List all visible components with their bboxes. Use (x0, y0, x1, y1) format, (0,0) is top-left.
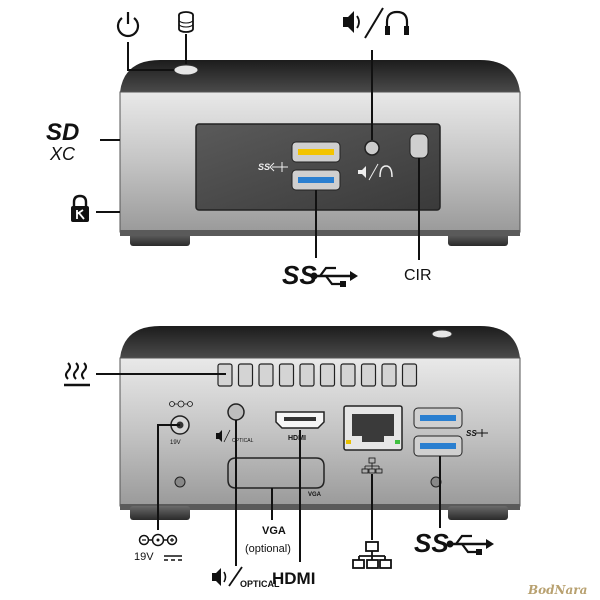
front-panel-ss-label: SS (258, 162, 270, 172)
usb-port-yellow[interactable] (291, 141, 341, 163)
front-view: SS (46, 7, 521, 290)
sdxc-top: SD (46, 119, 79, 146)
cir-sensor (409, 133, 429, 159)
back-foot-left (130, 506, 190, 520)
watermark: BodNara (527, 583, 587, 597)
usb-superspeed-label-front: SS (282, 260, 358, 290)
exhaust-heat-icon (64, 362, 90, 387)
rear-usb-port-top[interactable] (413, 407, 463, 429)
optical-panel-icon (216, 429, 231, 443)
vent-slot (340, 363, 356, 387)
lan-panel-icon (361, 457, 383, 474)
optical-audio-jack[interactable] (227, 403, 245, 421)
front-top-lid (120, 60, 520, 92)
cir-label: CIR (404, 267, 432, 284)
vent-slot (278, 363, 295, 387)
dc-symbol (164, 555, 182, 561)
audio-jack[interactable] (364, 140, 380, 156)
vent-slot (401, 363, 418, 387)
panel-audio-icon (358, 163, 393, 181)
front-panel-usb-symbol (269, 162, 288, 172)
power-icon (116, 12, 140, 38)
optical-label: OPTICAL (240, 579, 280, 589)
usb-trident-icon-rear (446, 534, 494, 555)
dc-label: 19V (134, 551, 154, 563)
vent-slot (237, 363, 254, 387)
power-leader (127, 42, 174, 71)
vga-knockout (227, 457, 325, 489)
sdxc-bottom: XC (49, 144, 76, 164)
optical-panel-label: OPTICAL (232, 438, 254, 444)
dc-polarity-symbol (138, 533, 178, 547)
usb-port-blue[interactable] (291, 169, 341, 191)
back-top-lid (120, 326, 520, 358)
power-button[interactable] (173, 64, 199, 76)
vent-slot (360, 363, 377, 387)
usb-superspeed-label-rear: SS (414, 528, 494, 558)
hdmi-label: HDMI (272, 569, 315, 588)
back-power-button (431, 329, 453, 339)
optical-icon (212, 566, 243, 587)
hdmi-panel-label: HDMI (288, 435, 306, 442)
rear-panel-usb-symbol (476, 429, 488, 437)
vga-label: VGA (262, 525, 286, 537)
dc-leader (157, 424, 180, 530)
back-view: 19V OPTICAL HDMI (64, 326, 521, 589)
back-foot-right (448, 506, 508, 520)
sdxc-logo: SD XC (46, 119, 79, 164)
dc-polarity-symbol-panel (169, 400, 193, 408)
usb-rear-ss-text: SS (414, 528, 449, 558)
vga-panel-label: VGA (308, 492, 322, 498)
back-base (120, 504, 520, 510)
vent-slot (319, 363, 336, 387)
vent-slot (299, 363, 315, 387)
ethernet-port[interactable] (343, 405, 403, 451)
exhaust-vents (217, 363, 418, 387)
vent-slot (381, 363, 397, 387)
usb-trident-icon (310, 266, 358, 287)
front-port-panel (195, 123, 441, 211)
hdmi-port[interactable] (275, 411, 325, 429)
rear-usb-port-bottom[interactable] (413, 435, 463, 457)
screw-hole-left (174, 476, 186, 488)
speaker-headset-icon (343, 7, 409, 39)
hdd-activity-icon (178, 11, 194, 33)
vga-sublabel: (optional) (245, 543, 291, 555)
dc-panel-label: 19V (170, 440, 181, 446)
vent-slot (258, 363, 274, 387)
kensington-lock-icon (71, 194, 89, 222)
rear-panel-ss-label: SS (466, 429, 477, 438)
network-lan-icon (352, 541, 392, 569)
front-base (120, 230, 520, 236)
